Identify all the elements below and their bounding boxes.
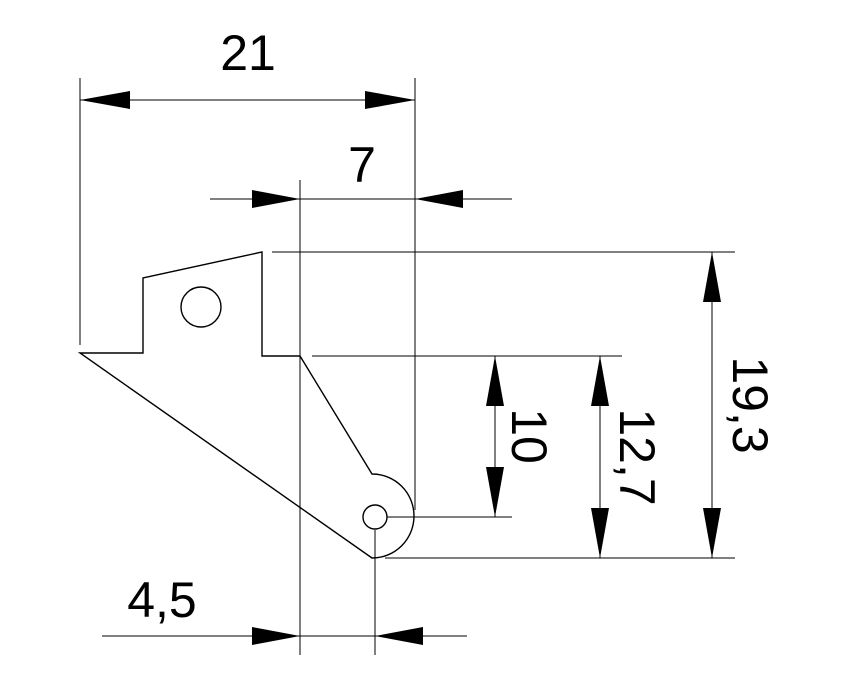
extension-lines [79, 78, 735, 655]
dimension-overall-height: 19,3 [703, 252, 778, 558]
part-outline [77, 251, 415, 559]
dim-label-4-5: 4,5 [127, 572, 197, 628]
bracket-body [77, 251, 415, 559]
dim-label-21: 21 [220, 25, 276, 81]
dimension-pin-height: 10 [486, 356, 557, 517]
dim-label-12-7: 12,7 [609, 408, 665, 505]
pivot-hole [362, 504, 388, 530]
dimension-right-offset: 7 [210, 137, 512, 208]
dim-label-7: 7 [348, 137, 376, 193]
dimension-bottom-offset: 4,5 [102, 572, 467, 645]
dimension-step-height: 12,7 [591, 356, 665, 558]
dim-label-10: 10 [501, 408, 557, 464]
dim-label-19-3: 19,3 [722, 356, 778, 453]
dimension-overall-width: 21 [80, 25, 415, 109]
upper-hole [180, 286, 222, 328]
